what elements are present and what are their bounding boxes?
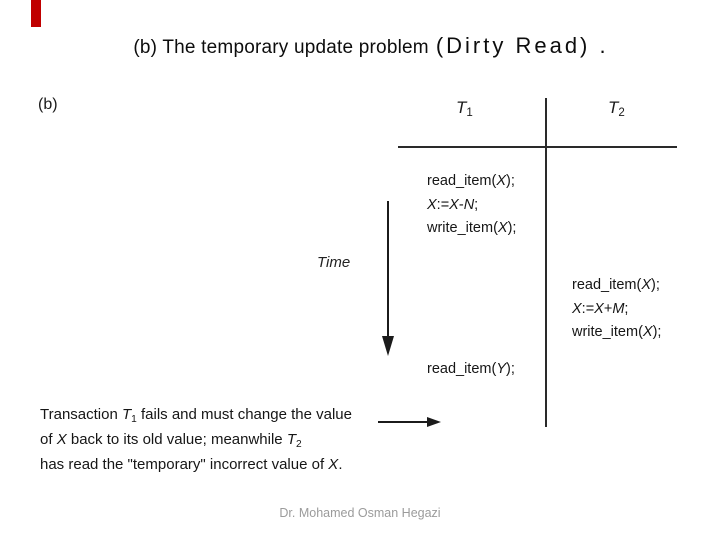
caption-line: of X back to its old value; meanwhile T2 bbox=[40, 431, 302, 450]
figure-caption: Transaction T1 fails and must change the… bbox=[40, 403, 385, 476]
column-header-t1: T1 bbox=[456, 98, 473, 120]
op-line: X:=X+M; bbox=[572, 300, 629, 317]
caption-line: Transaction T1 fails and must change the… bbox=[40, 406, 352, 425]
op-line: write_item(X); bbox=[427, 220, 517, 236]
slide-title: (b) The temporary update problem (Dirty R… bbox=[0, 33, 720, 59]
red-accent-bar bbox=[31, 0, 41, 27]
time-arrow-line bbox=[387, 201, 389, 337]
t2-operations-block: read_item(X); X:=X+M; write_item(X); bbox=[572, 274, 661, 345]
title-text: (b) The temporary update problem bbox=[133, 37, 429, 58]
op-line: read_item(X); bbox=[572, 277, 660, 293]
t1-operations-block: read_item(X); X:=X-N; write_item(X); bbox=[427, 170, 516, 241]
time-label: Time bbox=[317, 254, 351, 271]
header-rule-line bbox=[398, 146, 677, 148]
column-header-t2: T2 bbox=[608, 98, 625, 120]
footer-author: Dr. Mohamed Osman Hegazi bbox=[279, 506, 441, 520]
op-line: X:=X-N; bbox=[427, 196, 479, 213]
fail-point-arrow-line bbox=[378, 421, 429, 423]
op-line: read_item(X); bbox=[427, 173, 515, 189]
title-emphasis-text: (Dirty Read) . bbox=[435, 33, 609, 58]
fail-point-arrow-head-icon bbox=[427, 417, 441, 427]
time-arrow-head-icon bbox=[382, 336, 394, 356]
op-line: write_item(X); bbox=[572, 324, 662, 340]
caption-line: has read the "temporary" incorrect value… bbox=[40, 456, 343, 473]
t1-read-y-line: read_item(Y); bbox=[427, 361, 515, 377]
figure-label: (b) bbox=[38, 96, 58, 113]
column-divider-line bbox=[545, 98, 547, 427]
